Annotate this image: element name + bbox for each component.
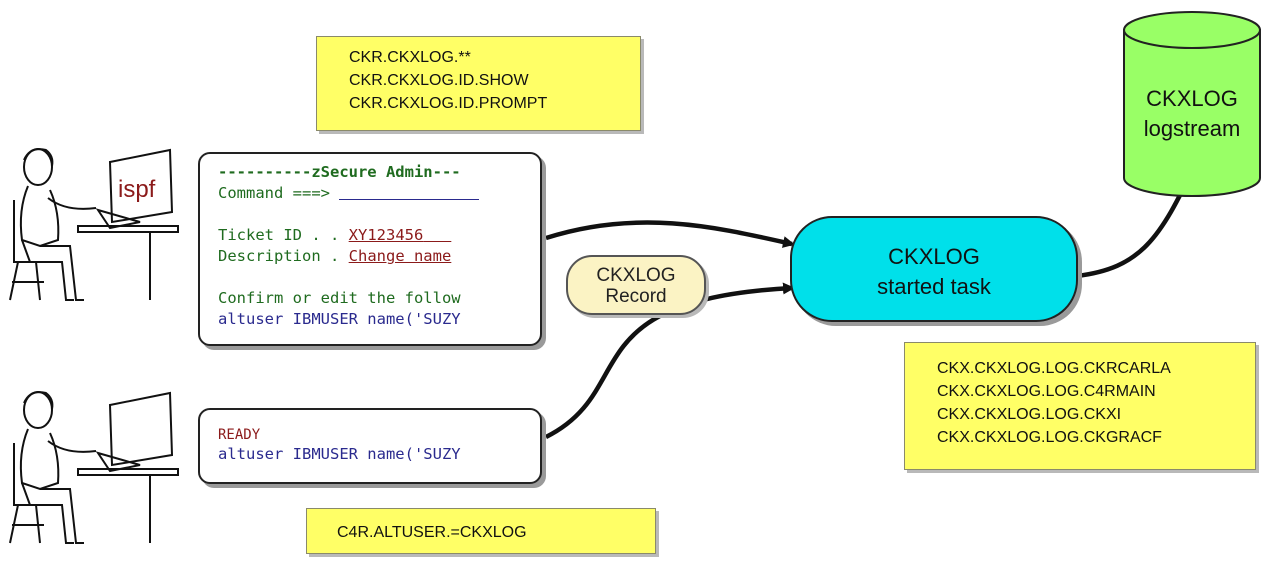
command-line: Command ===> [218, 183, 540, 204]
record-line2: Record [605, 286, 667, 307]
arrow-tso-to-task [544, 282, 795, 440]
logstream-cylinder [1123, 11, 1261, 197]
profile-line: C4R.ALTUSER.=CKXLOG [337, 524, 527, 541]
screen-title: ----------zSecure Admin--- [218, 163, 461, 181]
ticket-label: Ticket ID . . [218, 226, 349, 244]
profile-line: CKR.CKXLOG.** [349, 49, 471, 66]
tso-ready-screen: READY altuser IBMUSER name('SUZY [198, 408, 542, 484]
profile-line: CKX.CKXLOG.LOG.CKGRACF [937, 429, 1162, 446]
description-field[interactable]: Change name [348, 247, 452, 265]
tso-command-text[interactable]: altuser IBMUSER name('SUZY [218, 445, 461, 463]
command-label: Command ===> [218, 184, 340, 202]
ispf-label: ispf [118, 176, 156, 203]
profile-box-ckr: CKR.CKXLOG.** CKR.CKXLOG.ID.SHOW CKR.CKX… [316, 36, 641, 131]
logstream-line2: logstream [1143, 116, 1241, 141]
task-line1: CKXLOG [888, 244, 980, 269]
person-ispf-icon [9, 148, 179, 301]
command-text[interactable]: altuser IBMUSER name('SUZY [218, 310, 461, 328]
profile-box-c4r: C4R.ALTUSER.=CKXLOG [306, 508, 656, 554]
profile-line: CKX.CKXLOG.LOG.CKRCARLA [937, 360, 1171, 377]
description-line: Description . Change name [218, 246, 540, 267]
blank-line [218, 267, 540, 288]
person-tso-icon [9, 391, 179, 544]
profile-line: CKX.CKXLOG.LOG.CKXI [937, 406, 1122, 423]
logstream-line1: CKXLOG [1146, 86, 1238, 111]
ckxlog-record-bubble: CKXLOG Record [566, 255, 706, 315]
command-input[interactable] [339, 185, 480, 200]
arrow-ispf-to-task [545, 220, 795, 248]
zsecure-admin-screen: ----------zSecure Admin--- Command ===> … [198, 152, 542, 346]
ready-prompt: READY [218, 427, 261, 443]
ticket-line: Ticket ID . . XY123456 [218, 225, 540, 246]
confirm-line: Confirm or edit the follow [218, 289, 461, 307]
profile-line: CKR.CKXLOG.ID.PROMPT [349, 95, 548, 112]
ticket-id-field[interactable]: XY123456 [348, 226, 424, 244]
description-label: Description . [218, 247, 349, 265]
blank-line [218, 204, 540, 225]
record-line1: CKXLOG [596, 265, 676, 286]
logstream-label: CKXLOG logstream [1124, 84, 1260, 144]
ticket-field-pad [423, 226, 451, 244]
ckxlog-started-task: CKXLOG started task [790, 216, 1078, 322]
profile-box-ckx: CKX.CKXLOG.LOG.CKRCARLA CKX.CKXLOG.LOG.C… [904, 342, 1256, 470]
task-line2: started task [877, 274, 991, 299]
profile-line: CKX.CKXLOG.LOG.C4RMAIN [937, 383, 1156, 400]
profile-line: CKR.CKXLOG.ID.SHOW [349, 72, 529, 89]
